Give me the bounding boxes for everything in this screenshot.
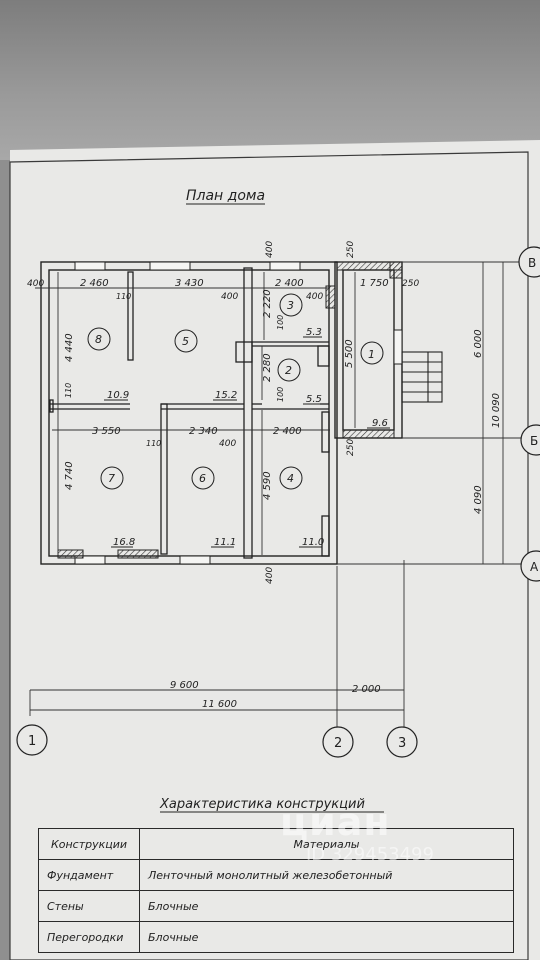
- dim-label: 2 400: [275, 278, 304, 289]
- room-area: 11.0: [302, 537, 324, 548]
- dim-label: 2 340: [189, 426, 218, 437]
- dim-label: 250: [346, 241, 356, 258]
- dim-label: 3 550: [92, 426, 121, 437]
- dim-label: 400: [265, 567, 275, 584]
- dim-label: 2 280: [262, 353, 273, 382]
- dim-label: 5 500: [344, 339, 355, 368]
- room-circles: [87, 293, 384, 490]
- dim-label: 400: [306, 292, 323, 302]
- table-cell: Перегородки: [38, 921, 140, 953]
- dim-label: 2 400: [273, 426, 302, 437]
- table-cell: Блочные: [139, 890, 514, 922]
- table-cell: Блочные: [139, 921, 514, 953]
- room-area: 10.9: [107, 390, 129, 401]
- axis-label: В: [528, 256, 536, 270]
- axis-label: 3: [398, 736, 406, 751]
- table-header-cell: Конструкции: [38, 828, 140, 860]
- dim-label: 6 000: [473, 329, 484, 358]
- dim-label: 4 440: [64, 333, 75, 362]
- dim-label: 1 750: [360, 278, 389, 289]
- axis-label: А: [530, 560, 539, 574]
- dim-label: 110: [146, 439, 161, 448]
- background-surface: [0, 0, 540, 160]
- dim-label: 250: [402, 279, 419, 289]
- room-area: 9.6: [372, 418, 388, 429]
- table-cell: Фундамент: [38, 859, 140, 891]
- dim-label: 400: [27, 279, 44, 289]
- room-area: 15.2: [215, 390, 237, 401]
- watermark-logo: циан: [280, 800, 391, 844]
- room-number: 5: [182, 335, 189, 348]
- dim-label: 4 740: [64, 461, 75, 490]
- watermark-id: ID 329453499: [306, 844, 434, 865]
- room-area: 5.5: [306, 394, 322, 405]
- room-area: 16.8: [113, 537, 135, 548]
- dim-label: 400: [219, 439, 236, 449]
- dim-label: 2 000: [352, 684, 381, 695]
- room-area: 5.3: [306, 327, 322, 338]
- table-row: Фундамент Ленточный монолитный железобет…: [38, 859, 514, 891]
- table-row: Стены Блочные: [38, 890, 514, 922]
- dim-label: 100: [276, 387, 285, 402]
- spec-title: Характеристика конструкций: [159, 797, 365, 812]
- area-underlines: [104, 336, 390, 548]
- dim-label: 2 220: [262, 289, 273, 318]
- dim-label: 2 460: [80, 278, 109, 289]
- room-number: 3: [287, 299, 294, 312]
- dim-label: 110: [64, 383, 73, 398]
- dimension-lines: [29, 261, 525, 730]
- room-number: 6: [199, 472, 206, 485]
- axis-label: 2: [334, 736, 342, 751]
- axis-label: Б: [530, 434, 538, 448]
- room-number: 4: [287, 472, 294, 485]
- table-cell: Стены: [38, 890, 140, 922]
- table-row: Перегородки Блочные: [38, 921, 514, 953]
- dim-label: 4 090: [473, 485, 484, 514]
- room-number: 1: [368, 348, 375, 361]
- interior-walls: [49, 267, 330, 559]
- room-number: 8: [95, 333, 102, 346]
- plan-title: План дома: [186, 188, 265, 204]
- room-area: 11.1: [214, 537, 236, 548]
- room-number: 2: [285, 364, 292, 377]
- windows: [74, 261, 403, 565]
- paper-border: [9, 151, 529, 960]
- dim-label: 100: [276, 315, 285, 330]
- axis-markers: [16, 246, 540, 758]
- dim-label: 9 600: [170, 680, 199, 691]
- porch-stairs: [401, 351, 443, 403]
- axis-label: 1: [28, 734, 36, 749]
- dim-label: 400: [221, 292, 238, 302]
- dim-label: 400: [265, 241, 275, 258]
- dim-label: 250: [346, 439, 356, 456]
- dim-label: 10 090: [491, 393, 502, 428]
- room-number: 7: [108, 472, 115, 485]
- dim-label: 110: [116, 292, 131, 301]
- dim-label: 3 430: [175, 278, 204, 289]
- construction-spec-table: Конструкции Материалы Фундамент Ленточны…: [38, 828, 514, 953]
- dim-label: 11 600: [202, 699, 237, 710]
- dim-label: 4 590: [262, 471, 273, 500]
